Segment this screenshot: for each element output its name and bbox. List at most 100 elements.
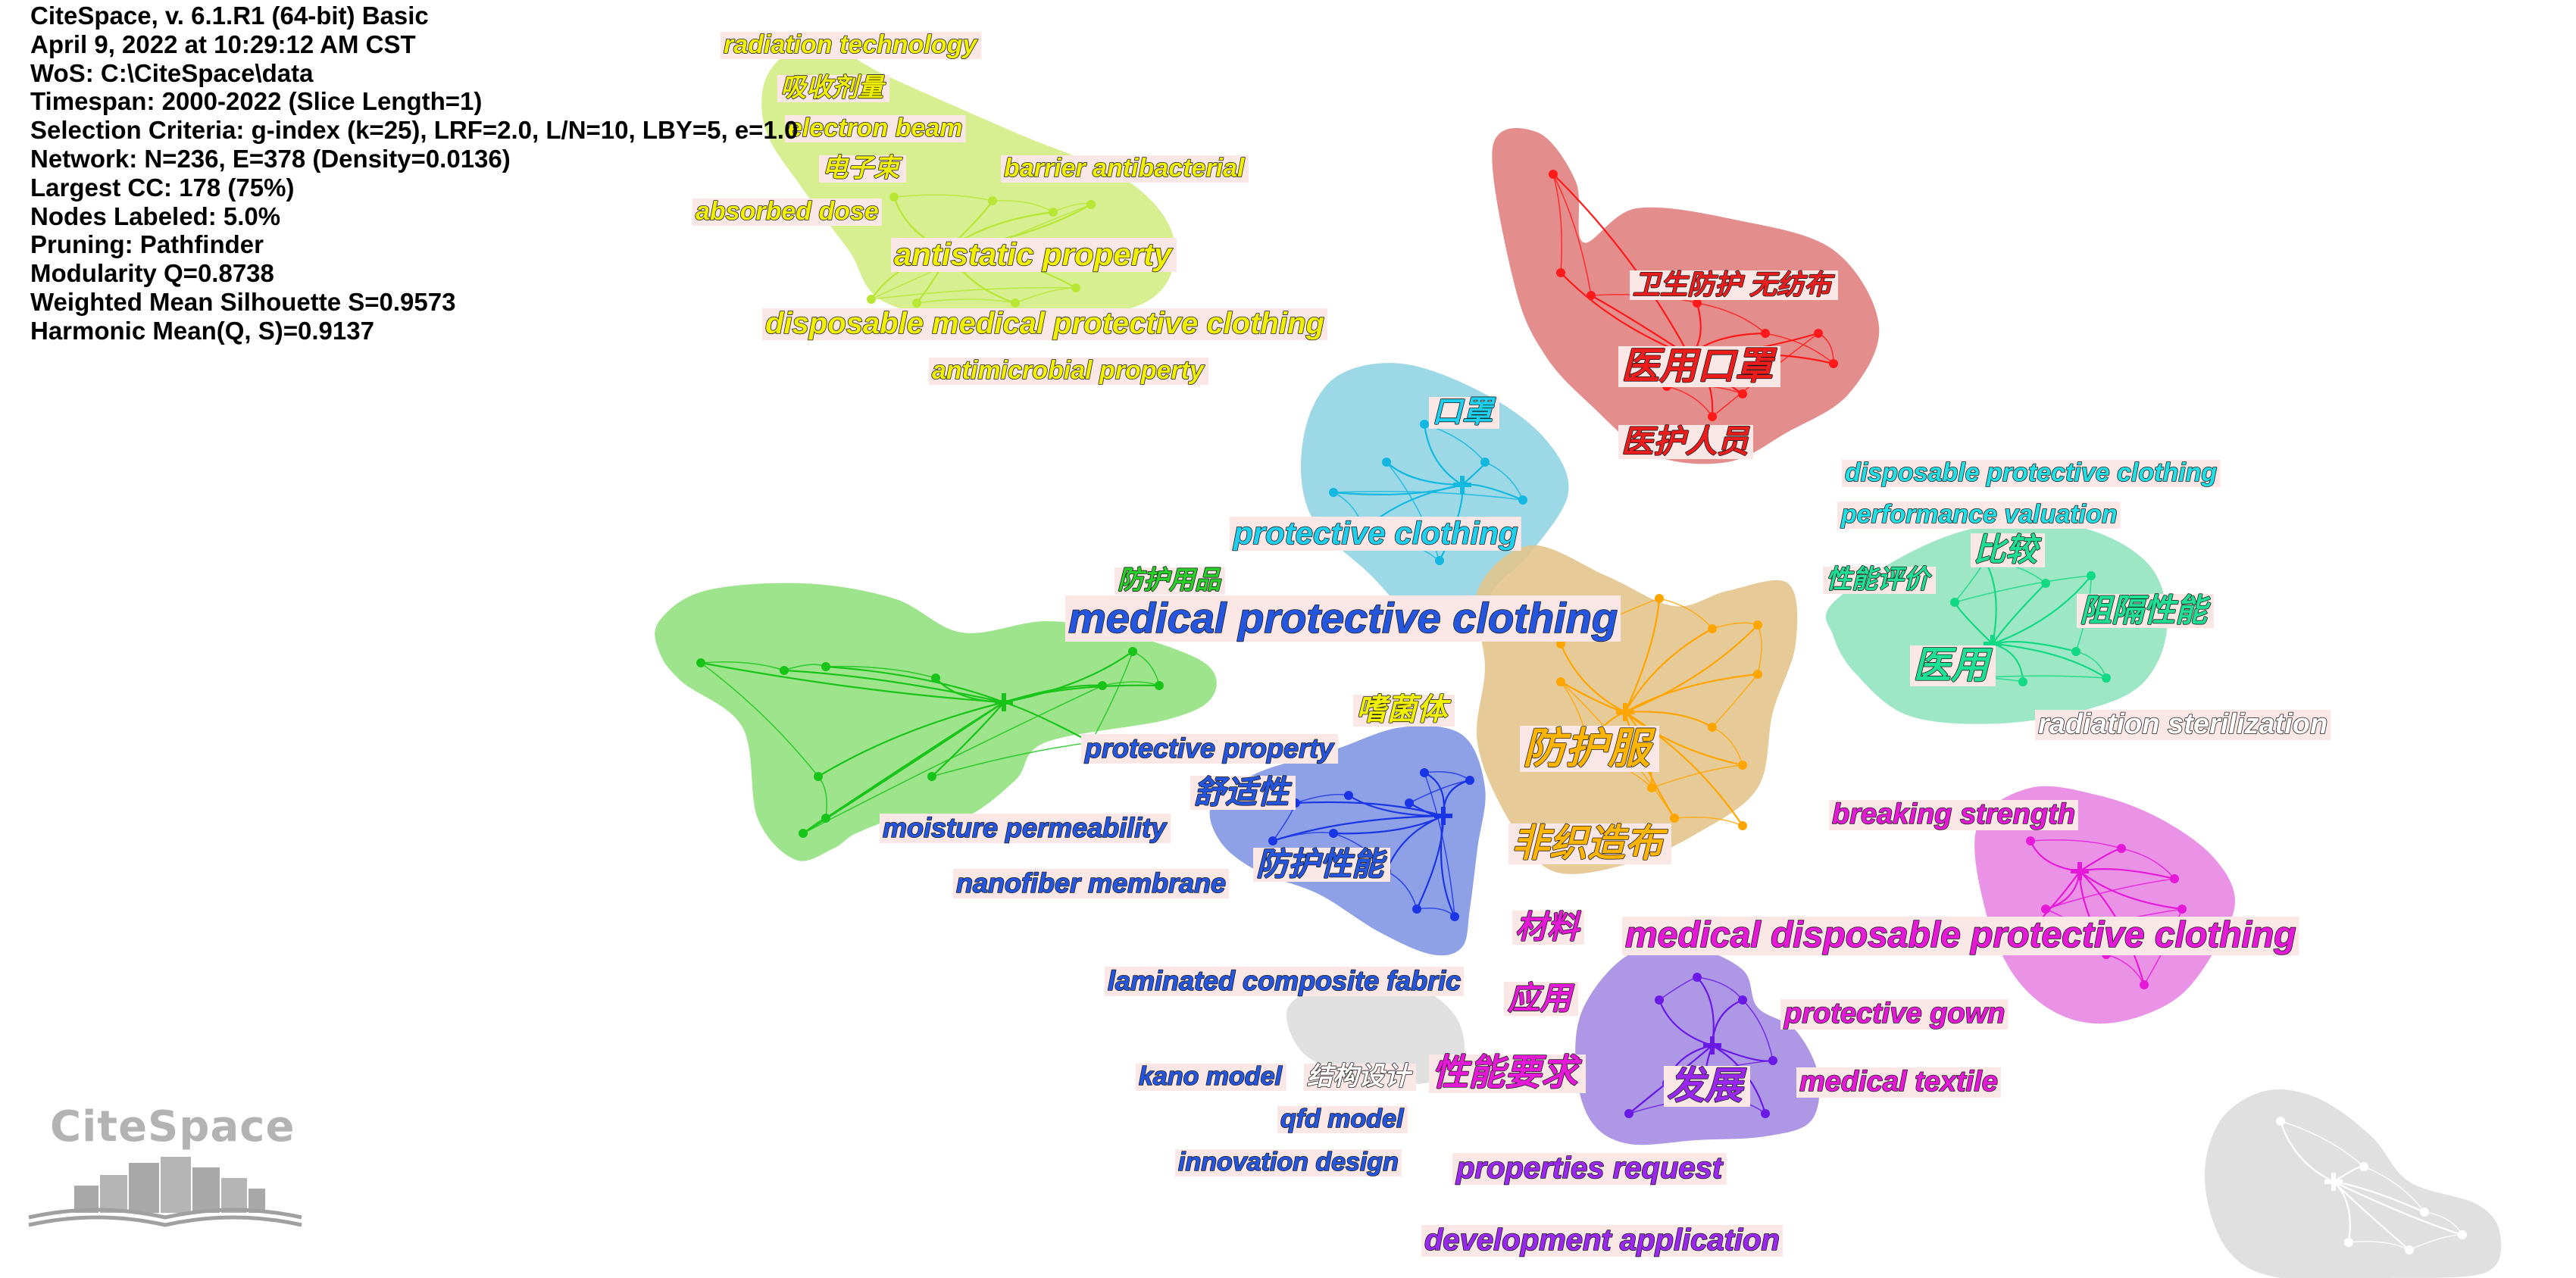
keyword-label[interactable]: disposable protective clothing <box>1844 458 2218 488</box>
network-node[interactable] <box>1693 973 1702 982</box>
keyword-label[interactable]: medical protective clothing <box>1068 593 1618 642</box>
network-node[interactable] <box>1708 723 1717 732</box>
network-node[interactable] <box>2405 1245 2414 1255</box>
network-node[interactable] <box>696 658 705 667</box>
keyword-label[interactable]: protective gown <box>1783 997 2005 1030</box>
keyword-label[interactable]: 非织造布 <box>1511 821 1669 865</box>
network-node[interactable] <box>1761 329 1770 338</box>
network-node[interactable] <box>1587 291 1596 300</box>
network-node[interactable] <box>931 673 940 683</box>
network-node[interactable] <box>1624 1109 1633 1118</box>
network-node[interactable] <box>1753 620 1762 630</box>
network-node[interactable] <box>1086 200 1096 209</box>
network-node[interactable] <box>2458 1230 2467 1239</box>
keyword-label[interactable]: medical disposable protective clothing <box>1624 914 2296 956</box>
keyword-label[interactable]: 防护用品 <box>1117 565 1223 595</box>
network-node[interactable] <box>1071 283 1080 292</box>
network-node[interactable] <box>1049 208 1058 217</box>
network-node[interactable] <box>1518 495 1527 505</box>
keyword-label[interactable]: 防护性能 <box>1255 845 1388 883</box>
keyword-label[interactable]: protective clothing <box>1232 514 1518 552</box>
keyword-label[interactable]: 防护服 <box>1522 723 1657 773</box>
network-node[interactable] <box>1465 776 1474 785</box>
network-node[interactable] <box>2344 1238 2353 1247</box>
network-node[interactable] <box>988 196 997 205</box>
hub-node[interactable] <box>1434 807 1452 825</box>
network-node[interactable] <box>1268 836 1277 845</box>
keyword-label[interactable]: 比较 <box>1973 531 2043 568</box>
network-node[interactable] <box>2276 1117 2285 1126</box>
network-node[interactable] <box>1950 598 1959 607</box>
network-node[interactable] <box>1420 420 1429 429</box>
network-node[interactable] <box>1829 359 1838 368</box>
network-node[interactable] <box>1011 298 1020 308</box>
hub-node[interactable] <box>2071 862 2089 880</box>
keyword-label[interactable]: 卫生防护 无纺布 <box>1632 268 1836 301</box>
network-node[interactable] <box>1655 594 1664 603</box>
keyword-label[interactable]: antistatic property <box>893 236 1174 273</box>
network-node[interactable] <box>799 829 808 838</box>
network-node[interactable] <box>821 814 830 823</box>
network-node[interactable] <box>814 772 823 781</box>
network-node[interactable] <box>1382 458 1391 467</box>
network-node[interactable] <box>1344 791 1353 800</box>
keyword-label[interactable]: 阻隔性能 <box>2079 592 2212 629</box>
network-node[interactable] <box>927 772 936 781</box>
network-node[interactable] <box>1329 829 1338 838</box>
keyword-label[interactable]: antimicrobial property <box>931 355 1206 386</box>
network-node[interactable] <box>1655 995 1664 1005</box>
network-node[interactable] <box>1128 647 1137 656</box>
network-node[interactable] <box>1556 677 1565 686</box>
keyword-label[interactable]: protective property <box>1083 732 1336 764</box>
keyword-label[interactable]: kano model <box>1138 1061 1283 1092</box>
network-node[interactable] <box>1647 783 1656 792</box>
keyword-label[interactable]: breaking strength <box>1831 798 2076 831</box>
network-node[interactable] <box>2140 980 2149 989</box>
network-node[interactable] <box>1753 670 1762 679</box>
keyword-label[interactable]: absorbed dose <box>695 196 879 227</box>
network-node[interactable] <box>1098 681 1107 690</box>
hub-node[interactable] <box>1616 703 1634 721</box>
keyword-label[interactable]: disposable medical protective clothing <box>764 306 1325 341</box>
hub-node[interactable] <box>1703 1036 1721 1055</box>
keyword-label[interactable]: 医用口罩 <box>1621 344 1778 388</box>
hub-node[interactable] <box>2324 1173 2343 1191</box>
keyword-label[interactable]: 嗜菌体 <box>1355 692 1452 727</box>
keyword-label[interactable]: moisture permeability <box>882 811 1168 844</box>
network-node[interactable] <box>1693 298 1702 308</box>
network-node[interactable] <box>2071 647 2080 656</box>
network-node[interactable] <box>2170 874 2179 883</box>
network-node[interactable] <box>1738 821 1747 830</box>
network-node[interactable] <box>1708 412 1717 421</box>
network-node[interactable] <box>2087 571 2096 580</box>
network-node[interactable] <box>2420 1208 2429 1217</box>
network-node[interactable] <box>2117 844 2126 853</box>
keyword-label[interactable]: 吸收剂量 <box>780 73 887 103</box>
keyword-label[interactable]: 性能评价 <box>1825 564 1934 595</box>
keyword-label[interactable]: performance valuation <box>1840 499 2118 530</box>
keyword-label[interactable]: 性能要求 <box>1431 1052 1583 1094</box>
network-node[interactable] <box>912 298 921 308</box>
network-node[interactable] <box>1549 170 1558 179</box>
network-node[interactable] <box>1738 761 1747 770</box>
keyword-label[interactable]: 发展 <box>1666 1064 1748 1108</box>
keyword-label[interactable]: nanofiber membrane <box>955 867 1227 899</box>
network-node[interactable] <box>821 662 830 671</box>
network-node[interactable] <box>2041 905 2050 914</box>
network-node[interactable] <box>1761 1109 1770 1118</box>
network-node[interactable] <box>2026 836 2035 845</box>
network-node[interactable] <box>1556 268 1565 277</box>
network-node[interactable] <box>1450 912 1459 921</box>
keyword-label[interactable]: medical textile <box>1799 1065 1999 1098</box>
keyword-label[interactable]: 口罩 <box>1431 395 1497 430</box>
keyword-label[interactable]: radiation technology <box>723 30 979 60</box>
network-node[interactable] <box>1814 329 1823 338</box>
network-node[interactable] <box>1329 488 1338 497</box>
network-node[interactable] <box>1435 556 1444 565</box>
hub-node[interactable] <box>995 693 1013 711</box>
keyword-label[interactable]: 结构设计 <box>1306 1061 1414 1092</box>
network-node[interactable] <box>1708 624 1717 633</box>
keyword-label[interactable]: 应用 <box>1506 980 1576 1017</box>
keyword-label[interactable]: qfd model <box>1280 1104 1405 1134</box>
keyword-label[interactable]: properties request <box>1455 1151 1724 1186</box>
